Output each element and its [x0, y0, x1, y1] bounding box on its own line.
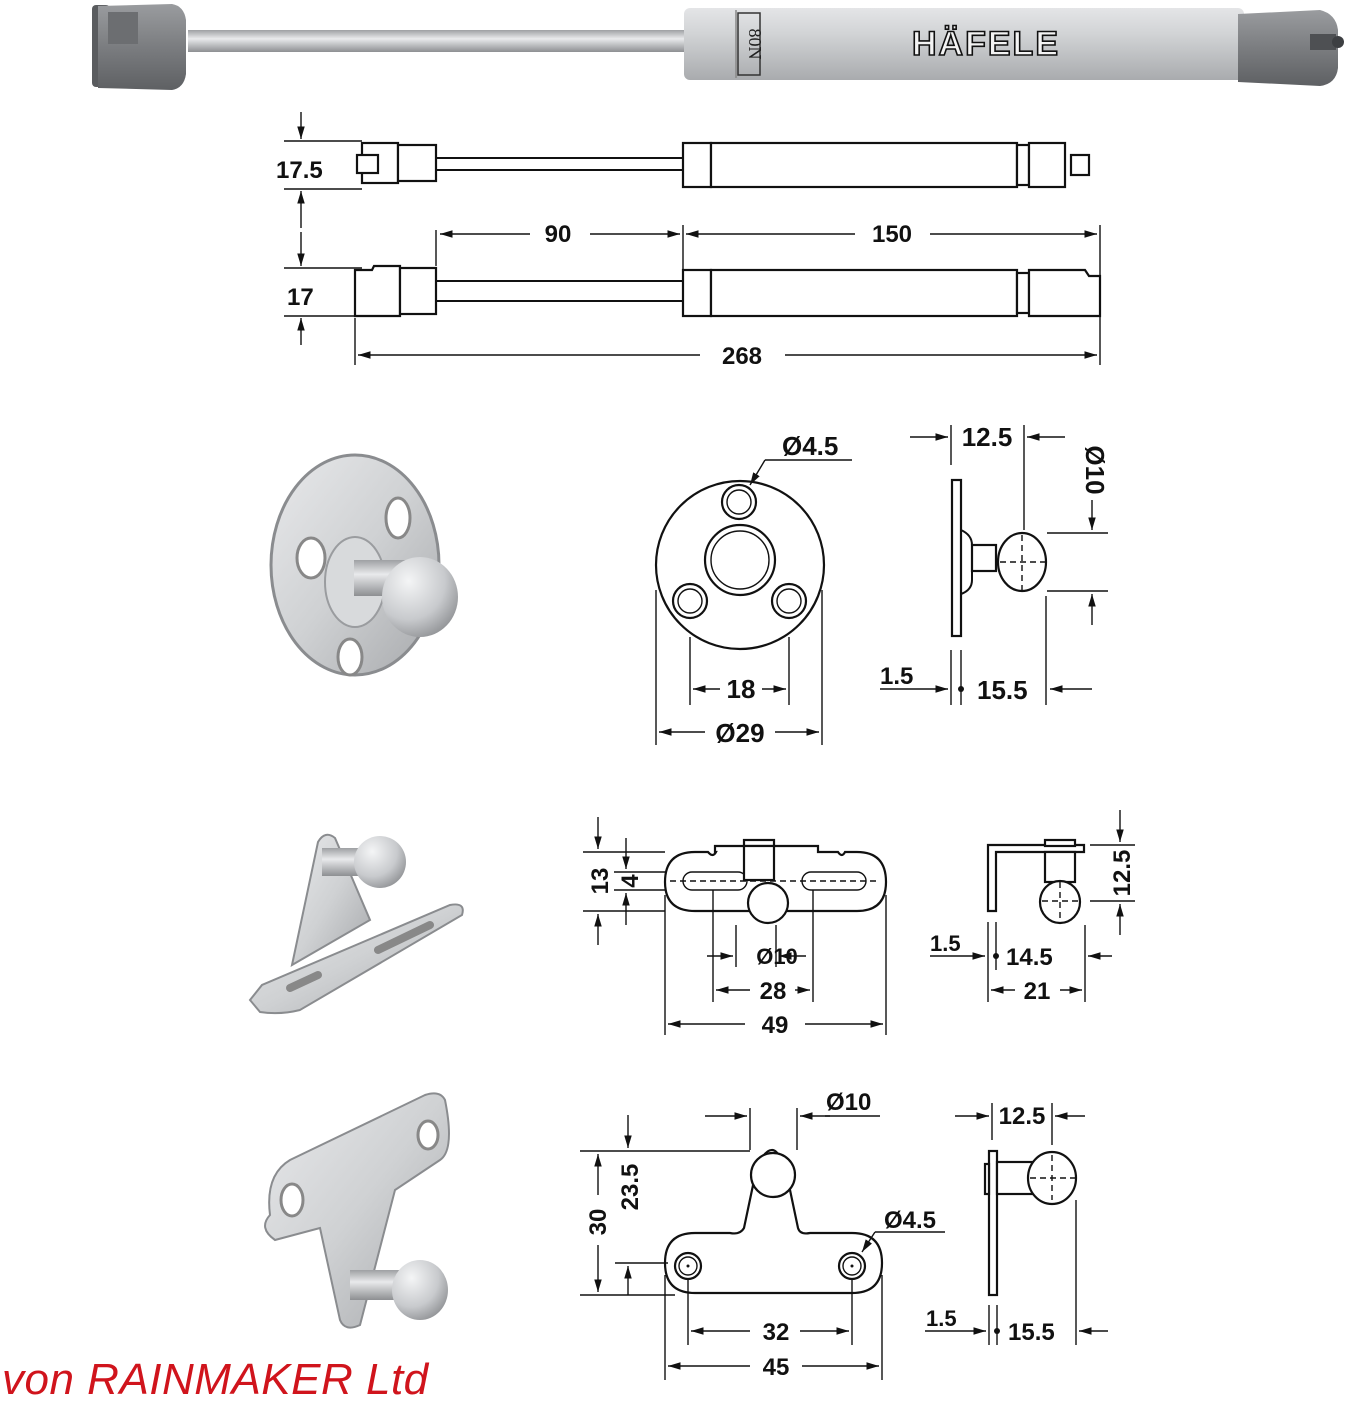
dim-stroke: 90	[545, 221, 572, 248]
dim-side-offset: 12.5	[999, 1103, 1046, 1130]
dim-ball-diameter: Ø10	[826, 1089, 871, 1116]
force-label: 80N	[745, 29, 765, 60]
dim-hole-diameter: Ø4.5	[782, 431, 838, 461]
dim-height-bottom: 17	[287, 284, 314, 311]
t-mount-drawing: Ø10 30 23.5 Ø4.5 32 45 12.5	[580, 1089, 1108, 1381]
angle-mount-drawing: 13 4 Ø10 28 49 12.5 1.5	[583, 810, 1136, 1039]
dim-side-height: 12.5	[1109, 850, 1136, 897]
dim-plate-thickness: 1.5	[926, 1306, 957, 1331]
dim-total-height: 30	[585, 1209, 612, 1236]
dim-ball-height: 23.5	[617, 1164, 644, 1211]
dim-hole-diameter: Ø4.5	[884, 1207, 936, 1234]
dim-plate-thickness: 1.5	[930, 931, 961, 956]
dim-hole-spacing: 18	[727, 674, 756, 704]
round-mount-drawing: Ø4.5 18 Ø29 12.5 Ø10 1.5 15.5	[654, 422, 1110, 748]
dim-total-depth: 21	[1024, 978, 1051, 1005]
dim-plate-thickness: 1.5	[880, 663, 913, 690]
dim-total-width: 45	[763, 1354, 790, 1381]
gas-strut-photo: 80N HÄFELE	[92, 4, 1344, 90]
dim-hole-spacing: 32	[763, 1319, 790, 1346]
dim-ball-diameter: Ø10	[756, 944, 798, 969]
dim-height: 13	[587, 868, 614, 895]
dim-ball-depth: 14.5	[1006, 944, 1053, 971]
dim-cylinder: 150	[872, 221, 912, 248]
dim-height-top: 17.5	[276, 157, 323, 184]
watermark-text: von RAINMAKER Ltd	[2, 1355, 429, 1404]
dim-side-offset: 12.5	[962, 422, 1013, 452]
round-mount-photo	[269, 453, 458, 677]
brand-label: HÄFELE	[912, 25, 1060, 63]
t-mount-photo	[264, 1092, 450, 1329]
dim-slot-spacing: 28	[760, 978, 787, 1005]
angle-mount-photo	[248, 833, 464, 1015]
strut-drawing: 17.5 17 90 150 268	[276, 112, 1102, 370]
dim-total-depth: 15.5	[977, 675, 1028, 705]
dim-total-length: 268	[722, 343, 762, 370]
dim-slot-width: 4	[617, 874, 644, 888]
dim-total-depth: 15.5	[1008, 1319, 1055, 1346]
dim-total-width: 49	[762, 1012, 789, 1039]
dim-ball-diameter: Ø10	[1080, 445, 1110, 494]
dim-plate-diameter: Ø29	[715, 718, 764, 748]
